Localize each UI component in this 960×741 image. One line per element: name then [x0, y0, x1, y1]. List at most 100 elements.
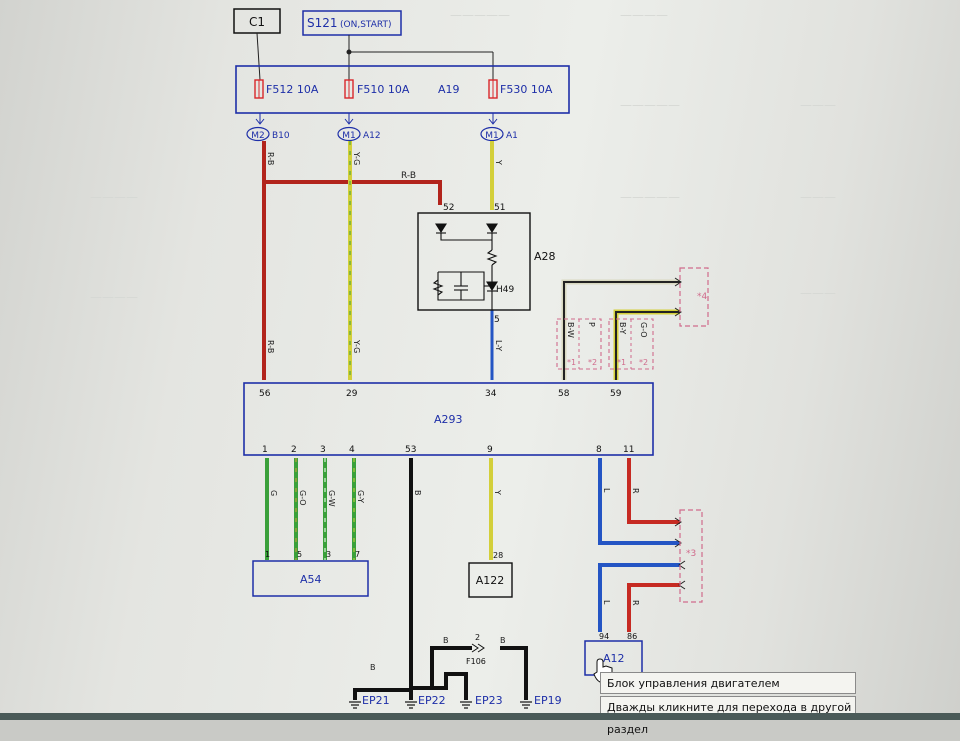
- module-a54[interactable]: A54 1 5 3 7: [252, 550, 369, 597]
- module-a122[interactable]: A122 28: [468, 551, 513, 598]
- fuse-outputs: [255, 113, 498, 125]
- ground-ep22-label: EP22: [418, 694, 446, 707]
- connector-s121[interactable]: S121 (ON,START): [302, 10, 402, 36]
- fuse-f512-label: F512 10A: [266, 83, 319, 96]
- a12-pin-94: 94: [599, 632, 609, 641]
- terminal-m2[interactable]: M2 B10: [246, 126, 290, 142]
- ecu-a293[interactable]: A293 56 29 34 58 59 1 2 3 4 53 9 8 11: [243, 382, 654, 456]
- taskbar: [0, 713, 960, 720]
- wire-code-y-top: Y: [494, 159, 503, 165]
- wire-code-rb-mid: R-B: [401, 171, 416, 181]
- relay-pin-51: 51: [494, 203, 505, 213]
- ecu-pin-4: 4: [349, 445, 355, 455]
- fuse-f510-label: F510 10A: [357, 83, 410, 96]
- wire-code-g: G: [269, 490, 278, 496]
- fuse-f530[interactable]: F530 10A: [488, 79, 553, 99]
- wire-code-rb-bottom: R-B: [266, 340, 275, 353]
- ecu-pin-2: 2: [291, 445, 297, 455]
- relay-pin-52: 52: [443, 203, 454, 213]
- relay-internals: [432, 223, 498, 310]
- ecu-pin-9: 9: [487, 445, 493, 455]
- ground-ep23-label: EP23: [475, 694, 503, 707]
- a54-pin-1: 1: [265, 550, 270, 559]
- ground-ep19[interactable]: EP19: [520, 694, 562, 709]
- wire-code-gy: G-Y: [356, 490, 365, 503]
- ecu-pin-59: 59: [610, 389, 622, 399]
- arrow-heads-lower: [674, 517, 686, 590]
- terminal-m1-a12[interactable]: M1 A12: [337, 126, 381, 142]
- ground-ep21[interactable]: EP21: [349, 694, 390, 709]
- relay-label: A28: [534, 250, 556, 263]
- a54-pin-7: 7: [355, 550, 360, 559]
- tag-1a: *1: [567, 358, 576, 367]
- wire-code-b-ep23: B: [443, 636, 449, 645]
- ground-ep23[interactable]: EP23: [460, 694, 503, 709]
- wire-code-gw: G-W: [327, 490, 336, 507]
- wire-code-b-ep21: B: [370, 663, 376, 672]
- ecu-pin-56: 56: [259, 389, 271, 399]
- relay-diode-label: H49: [496, 285, 514, 295]
- connector-tags-small[interactable]: *1 *2 *1 *2: [556, 318, 654, 370]
- module-a122-label: A122: [476, 574, 505, 587]
- wiring-diagram: C1 S121 (ON,START) F512 10A: [233, 8, 709, 709]
- terminal-m1-a1[interactable]: M1 A1: [480, 126, 518, 142]
- ground-ep22[interactable]: EP22: [405, 694, 446, 709]
- fuse-f530-label: F530 10A: [500, 83, 553, 96]
- ecu-pin-1: 1: [262, 445, 268, 455]
- tag-1b: *1: [617, 358, 626, 367]
- wire-code-bw: B-W: [566, 322, 575, 338]
- terminal-m2-label: M2: [251, 131, 265, 141]
- module-a54-label: A54: [300, 573, 322, 586]
- splice-f106[interactable]: 2 F106: [466, 633, 486, 666]
- connector-tag-4-label: *4: [697, 292, 708, 302]
- wire-black-white[interactable]: [561, 279, 680, 380]
- splice-label: F106: [466, 657, 486, 666]
- connector-tag-3-label: *3: [686, 549, 696, 559]
- wire-black-yellow[interactable]: [613, 309, 680, 380]
- feed-lines: [256, 32, 494, 81]
- wire-code-yg-top: Y-G: [352, 151, 361, 165]
- terminal-m1-label: M1: [342, 131, 356, 141]
- wire-code-p: P: [587, 322, 596, 327]
- wire-code-by: B-Y: [618, 322, 627, 334]
- ecu-pin-8: 8: [596, 445, 602, 455]
- wires-to-connector-3[interactable]: [598, 458, 680, 632]
- ecu-pin-58: 58: [558, 389, 570, 399]
- wire-red-black[interactable]: [262, 141, 442, 380]
- terminal-a12-label: A12: [363, 131, 381, 141]
- fuse-f512[interactable]: F512 10A: [254, 79, 319, 99]
- wire-code-yg-bottom: Y-G: [352, 339, 361, 353]
- module-a12[interactable]: A12 94 86: [584, 632, 643, 676]
- relay-a28[interactable]: 52 51 5 A28 H49: [417, 203, 556, 325]
- fuse-box-a19[interactable]: F512 10A F510 10A A19 F530 10A: [235, 65, 570, 114]
- module-a12-label: A12: [603, 652, 625, 665]
- tag-2a: *2: [588, 358, 597, 367]
- ecu-pin-3: 3: [320, 445, 326, 455]
- wire-code-r-1: R: [631, 488, 640, 494]
- wire-code-go2: G-O: [298, 490, 307, 506]
- connector-tag-4[interactable]: *4: [679, 267, 709, 327]
- ecu-pin-11: 11: [623, 445, 634, 455]
- tooltip-ecu-name: Блок управления двигателем: [600, 672, 856, 694]
- connector-c1-label: C1: [249, 15, 265, 29]
- connector-c1[interactable]: C1: [233, 8, 281, 34]
- wires-to-a54[interactable]: [265, 458, 356, 560]
- wire-code-go: G-O: [639, 322, 648, 338]
- terminal-a1-label: A1: [506, 131, 518, 141]
- a54-pin-5: 5: [297, 550, 302, 559]
- wire-code-rb-top: R-B: [266, 152, 275, 165]
- connector-tag-3[interactable]: *3: [679, 509, 703, 603]
- fuse-box-label: A19: [438, 83, 460, 96]
- ecu-label: A293: [434, 413, 463, 426]
- wire-code-l-2: L: [602, 600, 611, 605]
- a122-pin-28: 28: [493, 551, 503, 560]
- ecu-pin-29: 29: [346, 389, 358, 399]
- wire-code-r-2: R: [631, 600, 640, 606]
- terminal-m1b-label: M1: [485, 131, 499, 141]
- wire-black-ground[interactable]: [353, 458, 528, 700]
- fuse-f510[interactable]: F510 10A: [344, 79, 410, 99]
- wire-code-ly: L-Y: [494, 340, 503, 351]
- relay-pin-5: 5: [494, 315, 500, 325]
- wire-code-y-bottom: Y: [493, 489, 502, 495]
